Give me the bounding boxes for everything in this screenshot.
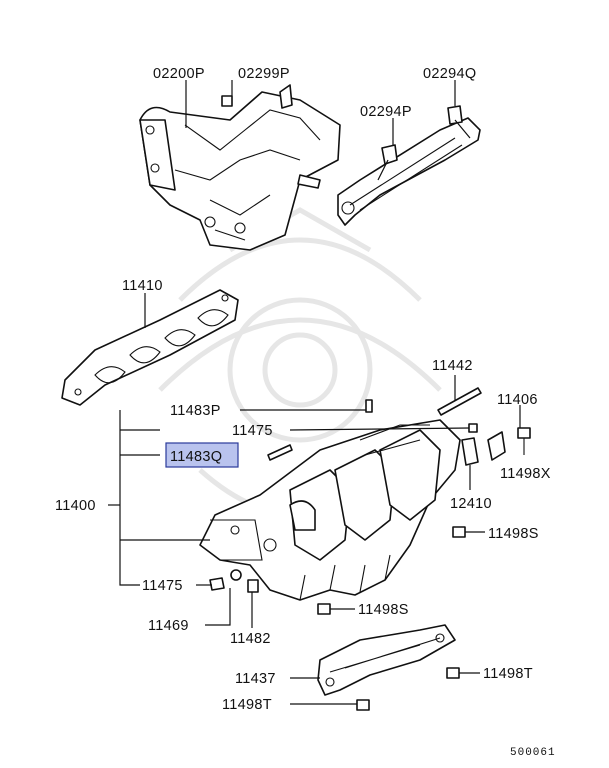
callout-11469[interactable]: 11469 [148,618,189,634]
callout-11475-bottom[interactable]: 11475 [142,578,183,594]
callout-12410[interactable]: 12410 [450,496,492,512]
callout-11483P[interactable]: 11483P [170,403,221,419]
callout-02294Q[interactable]: 02294Q [423,66,476,82]
callout-11482[interactable]: 11482 [230,631,271,647]
rod-11442 [437,387,482,416]
callout-02294P[interactable]: 02294P [360,104,412,120]
callout-labels: 02200P 02299P 02294Q 02294P 11410 11442 … [55,66,556,759]
small-parts-drawing [209,387,531,711]
leader-lines [108,80,521,705]
callout-11400[interactable]: 11400 [55,498,96,514]
callout-11483Q-selected[interactable]: 11483Q [170,449,222,465]
callout-11498T-right[interactable]: 11498T [483,666,533,682]
callout-02299P[interactable]: 02299P [238,66,290,82]
callout-11437[interactable]: 11437 [235,671,276,687]
callout-11406[interactable]: 11406 [497,392,538,408]
callout-11498X[interactable]: 11498X [500,466,551,482]
callout-11498T-bottom[interactable]: 11498T [222,697,272,713]
callout-11498S-right[interactable]: 11498S [488,526,539,542]
manifold-stay-drawing [317,624,456,696]
callout-11410[interactable]: 11410 [122,278,163,294]
sensor-rail-drawing [337,105,481,226]
callout-11442[interactable]: 11442 [432,358,473,374]
callout-11475-top[interactable]: 11475 [232,423,273,439]
intake-manifold-drawing [199,419,461,601]
highlight-box [165,442,239,468]
intake-gasket-drawing [61,289,239,406]
callout-11498S-bottom[interactable]: 11498S [358,602,409,618]
diagram-code: 500061 [510,747,556,759]
exhaust-manifold-drawing [139,84,341,251]
callout-02200P[interactable]: 02200P [153,66,205,82]
